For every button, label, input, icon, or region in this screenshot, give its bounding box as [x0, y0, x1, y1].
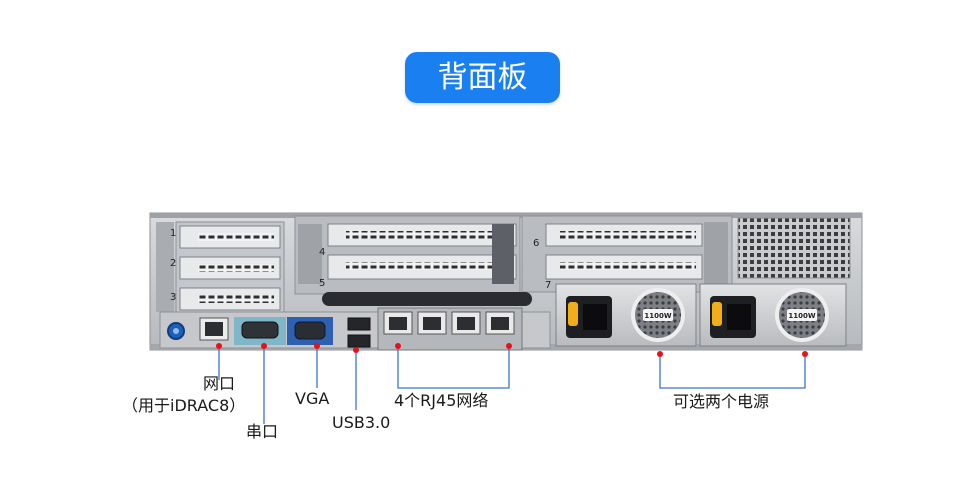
label-rj45: 4个RJ45网络: [394, 391, 489, 410]
slot-number-6: 6: [533, 238, 539, 249]
slot-number-5: 5: [319, 278, 325, 289]
psu-2: [699, 283, 847, 347]
middle-riser-slots: [294, 215, 521, 295]
label-psu: 可选两个电源: [673, 392, 770, 411]
label-network-port: 网口: [203, 374, 236, 393]
callout-leader-lines: [218, 346, 806, 424]
psu-1: [555, 283, 697, 347]
left-riser-slots: [156, 221, 285, 313]
psu-1-rating: 1100W: [644, 312, 671, 320]
slot-number-4: 4: [319, 247, 325, 258]
page-title: 背面板: [405, 52, 560, 103]
label-vga: VGA: [295, 389, 330, 408]
label-serial-port: 串口: [246, 422, 279, 441]
slot-number-7: 7: [545, 280, 551, 291]
right-riser-slots: [521, 215, 733, 293]
slot-number-2: 2: [170, 258, 176, 269]
rj45-ports: [383, 311, 515, 335]
slot-number-1: 1: [170, 228, 176, 239]
usb-port-bottom: [347, 334, 371, 348]
vent-grid: [737, 217, 851, 279]
idrac-port: [205, 322, 223, 336]
serial-port: [241, 321, 279, 339]
psu-2-rating: 1100W: [788, 312, 815, 320]
callout-markers: [216, 343, 808, 357]
slot-number-3: 3: [170, 292, 176, 303]
riser-handle: [322, 292, 532, 306]
vga-port: [294, 321, 326, 340]
usb-port-top: [347, 317, 371, 331]
label-usb: USB3.0: [332, 413, 391, 432]
label-network-port-note: （用于iDRAC8）: [122, 396, 246, 415]
